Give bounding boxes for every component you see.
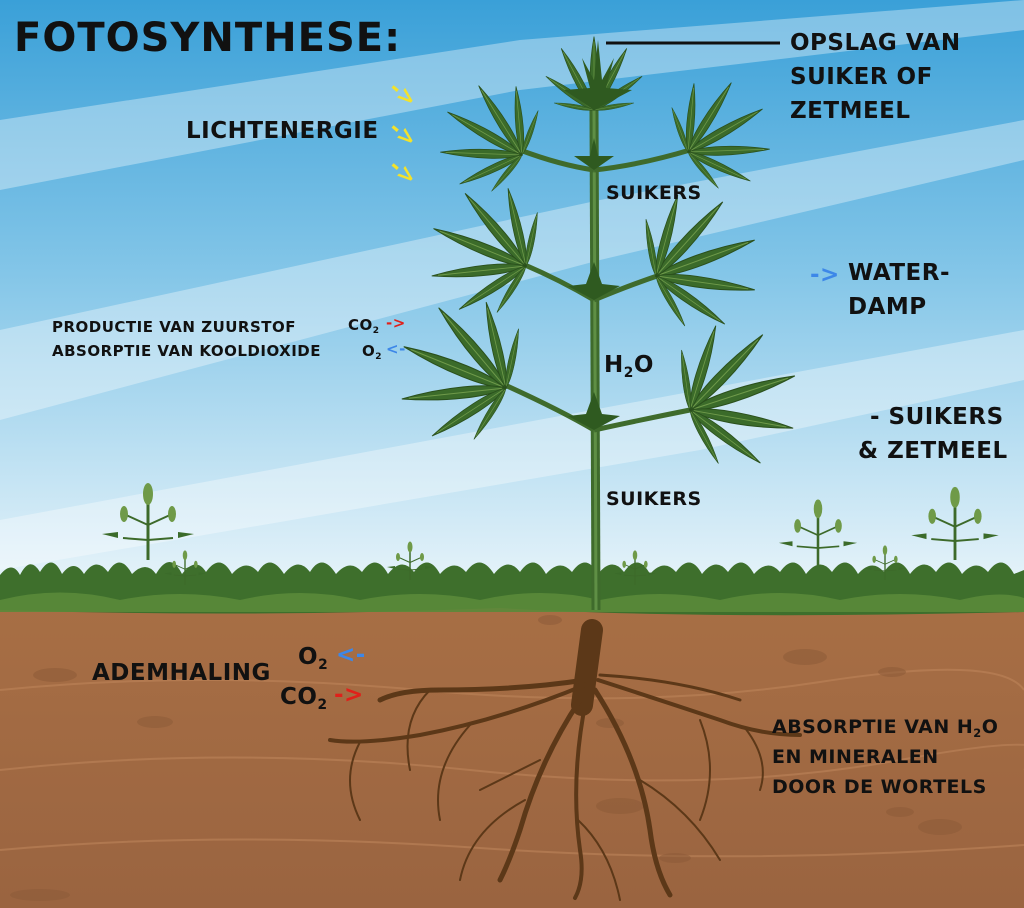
storage-label-line3: ZETMEEL [790, 98, 911, 124]
water-vapor-label-line1: WATER- [848, 260, 951, 286]
page-title: FOTOSYNTHESE: [14, 15, 402, 61]
respiration-label: ADEMHALING [92, 660, 271, 686]
water-vapor-arrow: -> [810, 262, 840, 288]
roots-absorption-line3: DOOR DE WORTELS [772, 776, 987, 798]
h2o-stem-label: H2O [604, 352, 654, 381]
sugars-starch-line2: & ZETMEEL [858, 438, 1008, 464]
o2-soil-formula: O2 [298, 644, 329, 673]
roots-absorption-line2: EN MINERALEN [772, 746, 939, 768]
storage-label-line2: SUIKER OF [790, 64, 933, 90]
sugars-bottom-label: SUIKERS [606, 488, 702, 510]
oxygen-production-label: PRODUCTIE VAN ZUURSTOF [52, 318, 297, 336]
co2-soil-formula: CO2 [280, 684, 328, 713]
o2-leaf-formula: O2 [362, 342, 383, 363]
roots-absorption-line1: ABSORPTIE VAN H2O [772, 716, 999, 740]
sugars-starch-line1: - SUIKERS [870, 404, 1004, 430]
o2-leaf-arrow: <- [386, 340, 406, 358]
co2-leaf-arrow: -> [386, 314, 406, 332]
co2-absorption-label: ABSORPTIE VAN KOOLDIOXIDE [52, 342, 322, 360]
o2-soil-arrow: <- [336, 642, 366, 668]
sugars-top-label: SUIKERS [606, 182, 702, 204]
light-energy-label: LICHTENERGIE [186, 118, 379, 144]
co2-soil-arrow: -> [334, 682, 364, 708]
storage-label-line1: OPSLAG VAN [790, 30, 961, 56]
water-vapor-label-line2: DAMP [848, 294, 927, 320]
co2-leaf-formula: CO2 [348, 316, 380, 337]
